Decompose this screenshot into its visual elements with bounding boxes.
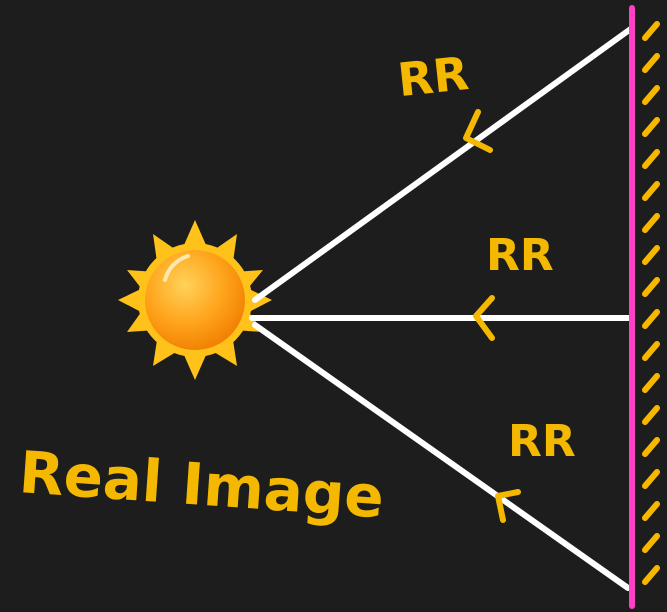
ray-label-middle: RR <box>486 230 554 281</box>
sun-icon <box>118 220 272 380</box>
ray-label-upper: RR <box>395 46 471 107</box>
caption-real-image: Real Image <box>17 438 386 531</box>
plane-mirror-icon <box>632 8 657 606</box>
ray-label-lower: RR <box>508 416 576 467</box>
